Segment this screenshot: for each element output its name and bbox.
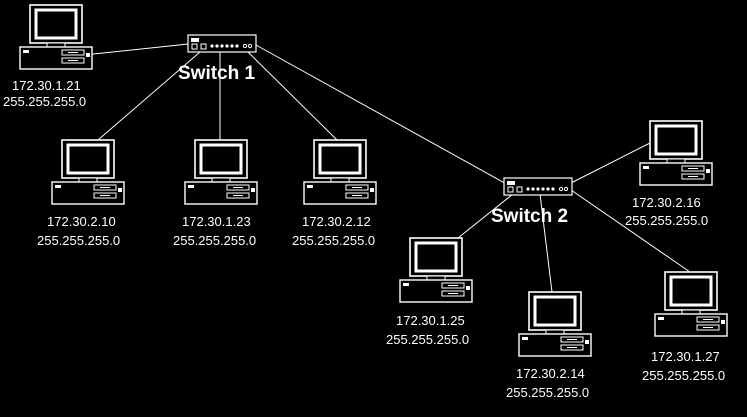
computer-ip-label: 172.30.2.12 — [302, 214, 371, 229]
computer-mask-label: 255.255.255.0 — [642, 368, 725, 383]
link-switch2-pc8 — [570, 189, 691, 273]
switch-2: Switch 2 — [491, 177, 573, 227]
link-switch1-pc1 — [83, 43, 189, 56]
switch-2-label: Switch 2 — [491, 206, 568, 227]
computer-mask-label: 255.255.255.0 — [37, 233, 120, 248]
desktop-computer-icon — [398, 236, 474, 304]
desktop-computer-icon — [302, 138, 378, 206]
link-switch2-pc5 — [570, 140, 655, 184]
desktop-computer-icon — [183, 138, 259, 206]
computer-ip-label: 172.30.2.16 — [632, 195, 701, 210]
computer-pc5: 172.30.2.16 255.255.255.0 — [625, 119, 714, 228]
link-switch1-pc2 — [97, 51, 201, 141]
computer-pc2: 172.30.2.10 255.255.255.0 — [37, 138, 126, 248]
computer-mask-label: 255.255.255.0 — [386, 332, 469, 347]
desktop-computer-icon — [18, 3, 94, 71]
computer-ip-label: 172.30.2.14 — [516, 366, 585, 381]
computer-mask-label: 255.255.255.0 — [625, 213, 708, 228]
switch-1-label: Switch 1 — [178, 63, 256, 84]
computer-mask-label: 255.255.255.0 — [3, 94, 86, 109]
link-switch2-pc6 — [457, 193, 514, 239]
computer-ip-label: 172.30.2.10 — [47, 214, 116, 229]
computer-ip-label: 172.30.1.25 — [396, 313, 465, 328]
computer-mask-label: 255.255.255.0 — [506, 385, 589, 400]
desktop-computer-icon — [517, 290, 593, 358]
computer-ip-label: 172.30.1.23 — [182, 214, 251, 229]
network-switch-icon — [187, 34, 257, 53]
desktop-computer-icon — [50, 138, 126, 206]
computer-mask-label: 255.255.255.0 — [292, 233, 375, 248]
link-switch2-pc7 — [539, 193, 553, 293]
computer-pc1: 172.30.1.21 255.255.255.0 — [3, 3, 94, 109]
computer-pc8: 172.30.1.27 255.255.255.0 — [642, 270, 729, 383]
desktop-computer-icon — [653, 270, 729, 338]
computer-ip-label: 172.30.1.21 — [12, 78, 81, 93]
network-links — [83, 43, 691, 293]
computer-pc7: 172.30.2.14 255.255.255.0 — [506, 290, 593, 400]
computer-ip-label: 172.30.1.27 — [651, 349, 720, 364]
switch-1: Switch 1 — [178, 34, 257, 84]
computer-mask-label: 255.255.255.0 — [173, 233, 256, 248]
network-switch-icon — [503, 177, 573, 196]
link-switch1-pc4 — [247, 51, 338, 141]
computer-pc4: 172.30.2.12 255.255.255.0 — [292, 138, 378, 248]
computer-pc3: 172.30.1.23 255.255.255.0 — [173, 138, 259, 248]
computer-pc6: 172.30.1.25 255.255.255.0 — [386, 236, 474, 347]
desktop-computer-icon — [638, 119, 714, 187]
link-switch1-switch2 — [255, 44, 511, 187]
